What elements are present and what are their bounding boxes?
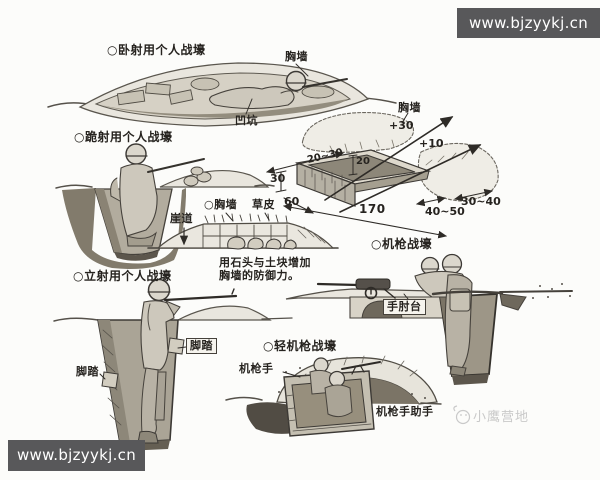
watermark-site-bottom: www.bjzyykj.cn <box>8 440 145 471</box>
watermark-site-bottom-text: www.bjzyykj.cn <box>16 446 137 464</box>
parapet-detail-drawing <box>147 212 339 250</box>
dim-front-height: +30 <box>389 119 414 132</box>
standing-footstep-right-label: 脚踏 <box>186 338 217 354</box>
dim-width-side: 30~40 <box>461 195 501 208</box>
lmg-trench-title: ○轻机枪战壕 <box>263 339 337 353</box>
watermark-site-top: www.bjzyykj.cn <box>457 8 600 38</box>
detail-turf-label: 草皮 <box>252 198 275 211</box>
standing-trench-title: ○立射用个人战壕 <box>73 269 172 283</box>
brand-logo-icon <box>453 405 471 425</box>
dim-width-front: 40~50 <box>425 205 465 218</box>
standing-trench-drawing <box>53 278 293 451</box>
dimension-diagram-drawing <box>265 112 499 239</box>
watermark-site-top-text: www.bjzyykj.cn <box>468 13 589 32</box>
mg-elbow-rest-label: 手肘台 <box>383 299 426 315</box>
prone-parapet-label: 胸墙 <box>285 50 308 63</box>
standing-footstep-left-label: 脚踏 <box>76 365 99 378</box>
brand-watermark-text: 小鹰营地 <box>473 410 530 425</box>
detail-cliff-path-label: 崖道 <box>170 212 193 225</box>
dim-side-height: +10 <box>419 137 444 150</box>
dim-base-left: 60 <box>284 195 300 208</box>
dim-length: 170 <box>359 202 386 216</box>
kneeling-trench-drawing <box>55 143 275 269</box>
prone-trench-title: ○卧射用个人战壕 <box>107 43 206 57</box>
prone-trench-drawing <box>47 62 397 127</box>
lmg-assistant-label: 机枪手助手 <box>376 405 434 418</box>
brand-watermark: 小鹰营地 <box>473 410 529 426</box>
prone-pit-label: 凹坑 <box>235 114 258 127</box>
dim-left-height: 30 <box>270 172 286 185</box>
mg-trench-title: ○机枪战壕 <box>371 237 432 251</box>
kneeling-trench-title: ○跪射用个人战壕 <box>74 130 173 144</box>
cross-section-parapet-label: 胸墙 <box>398 101 421 114</box>
detail-parapet-label: ○胸墙 <box>204 198 238 211</box>
detail-caption-line1: 用石头与土块增加 <box>219 256 311 269</box>
dim-notch-depth: 20 <box>356 156 370 167</box>
lmg-trench-drawing <box>225 355 442 437</box>
detail-caption-line2: 胸墙的防御力。 <box>219 269 300 282</box>
lmg-gunner-label: 机枪手 <box>239 362 274 375</box>
